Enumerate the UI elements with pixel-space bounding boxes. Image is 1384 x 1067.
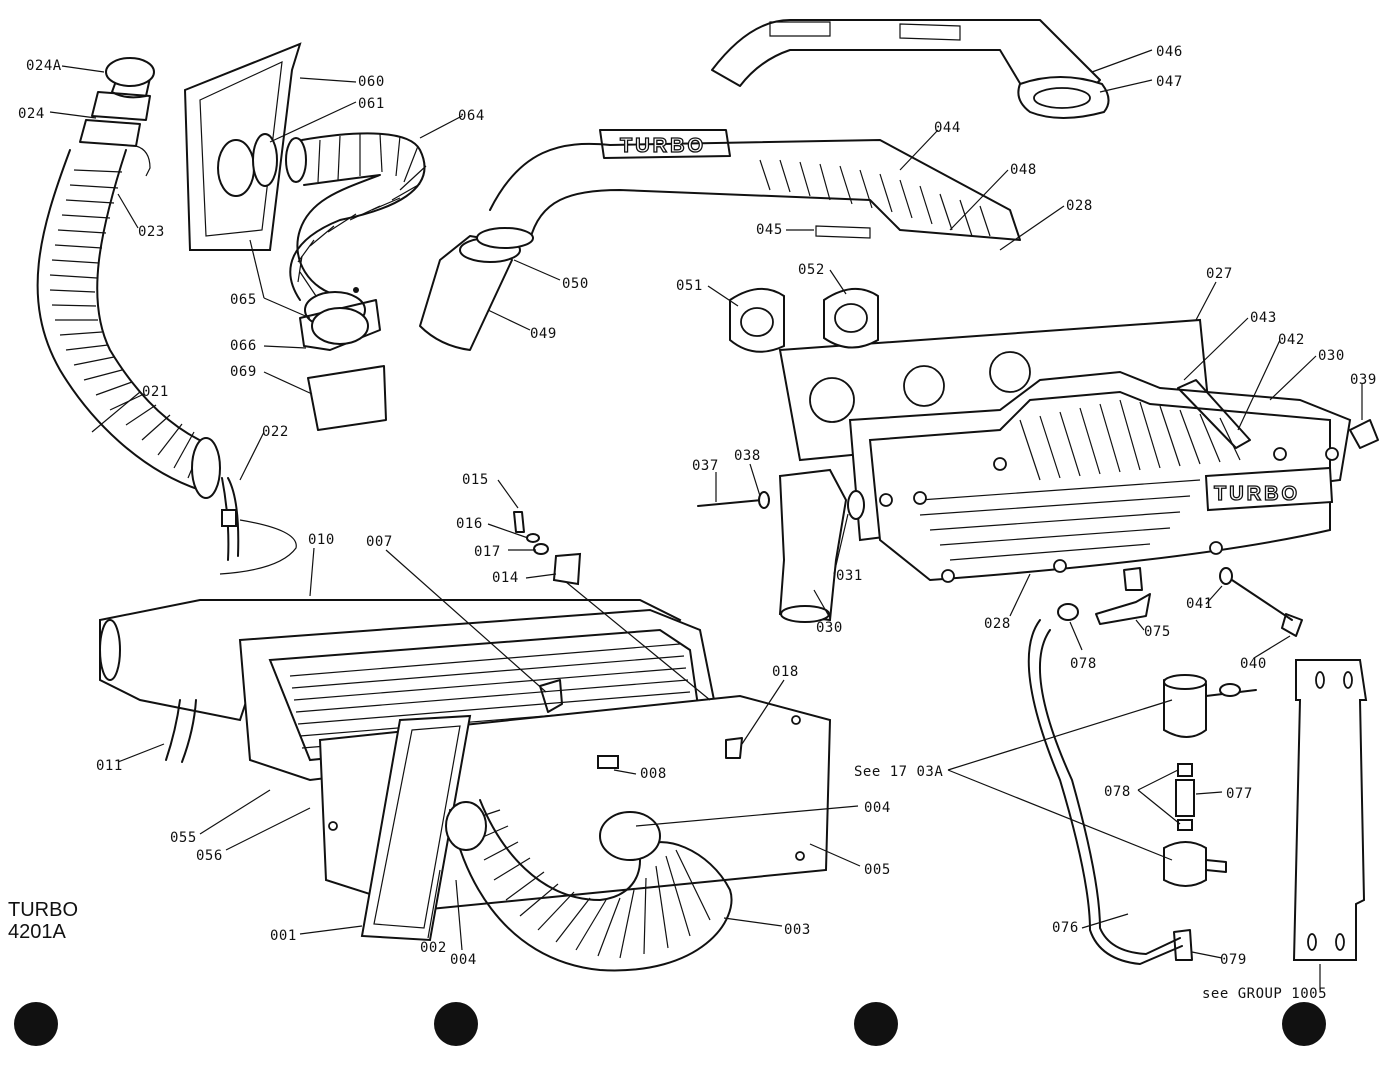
intercooler-manifold: TURBO: [778, 318, 1379, 583]
label-052: 052: [798, 262, 825, 278]
top-duct-046: [711, 19, 1110, 119]
label-076: 076: [1052, 920, 1079, 936]
part-labels: 024A 024 023 021 022 010 007 011 055 056…: [18, 44, 1377, 1002]
air-cleaner-box: [99, 511, 832, 972]
label-008: 008: [640, 766, 667, 782]
label-043: 043: [1250, 310, 1277, 326]
binder-hole: [434, 1002, 478, 1046]
label-010: 010: [308, 532, 335, 548]
turbo-emblem-big: TURBO: [1214, 483, 1300, 505]
label-004-lower: 004: [450, 952, 477, 968]
label-017: 017: [474, 544, 501, 560]
label-039: 039: [1350, 372, 1377, 388]
label-078-lower: 078: [1104, 784, 1131, 800]
label-011: 011: [96, 758, 123, 774]
label-066: 066: [230, 338, 257, 354]
intake-duct-044-and-tube-049: TURBO: [419, 129, 1021, 351]
label-037: 037: [692, 458, 719, 474]
label-007: 007: [366, 534, 393, 550]
label-028: 028: [984, 616, 1011, 632]
binder-hole: [854, 1002, 898, 1046]
label-051: 051: [676, 278, 703, 294]
label-018: 018: [772, 664, 799, 680]
label-075: 075: [1144, 624, 1171, 640]
label-030: 030: [816, 620, 843, 636]
label-003: 003: [784, 922, 811, 938]
label-005: 005: [864, 862, 891, 878]
label-050: 050: [562, 276, 589, 292]
label-024: 024: [18, 106, 45, 122]
label-079: 079: [1220, 952, 1247, 968]
label-027: 030: [1318, 348, 1345, 364]
label-046: 047: [1156, 74, 1183, 90]
label-014: 014: [492, 570, 519, 586]
gaskets-051-052: [729, 288, 879, 353]
diagram-caption-line2: 4201A: [8, 921, 66, 943]
label-047: 046: [1156, 44, 1183, 60]
vacuum-line-assembly: [1027, 567, 1368, 965]
label-031: 031: [836, 568, 863, 584]
note-see-group-1005: see GROUP 1005: [1202, 986, 1327, 1002]
label-056: 056: [196, 848, 223, 864]
binder-holes: [14, 1002, 1326, 1046]
label-065: 065: [230, 292, 257, 308]
label-021: 021: [142, 384, 169, 400]
label-048: 048: [1010, 162, 1037, 178]
label-042: 042: [1278, 332, 1305, 348]
hose-021-assembly: [36, 57, 297, 575]
label-026: 028: [1066, 198, 1093, 214]
label-002: 002: [420, 940, 447, 956]
label-015: 015: [462, 472, 489, 488]
label-069: 069: [230, 364, 257, 380]
label-064: 064: [458, 108, 485, 124]
cowl-060-and-hose-064: [183, 42, 427, 431]
label-078-upper: 078: [1070, 656, 1097, 672]
label-024A: 024A: [26, 58, 62, 74]
label-041: 041: [1186, 596, 1213, 612]
leader-lines: [49, 49, 1363, 990]
elbow-030: [697, 468, 865, 623]
note-see-17-03a: See 17 03A: [854, 764, 943, 780]
label-040: 040: [1240, 656, 1267, 672]
label-061: 061: [358, 96, 385, 112]
label-004-upper: 004: [864, 800, 891, 816]
label-025: 027: [1206, 266, 1233, 282]
label-077: 077: [1226, 786, 1253, 802]
label-045: 045: [756, 222, 783, 238]
label-049: 049: [530, 326, 557, 342]
label-038: 038: [734, 448, 761, 464]
label-055: 055: [170, 830, 197, 846]
label-044: 044: [934, 120, 961, 136]
turbo-emblem-small: TURBO: [620, 135, 706, 157]
label-060: 060: [358, 74, 385, 90]
label-022: 022: [262, 424, 289, 440]
binder-hole: [1282, 1002, 1326, 1046]
label-001: 001: [270, 928, 297, 944]
binder-hole: [14, 1002, 58, 1046]
label-016: 016: [456, 516, 483, 532]
label-023: 023: [138, 224, 165, 240]
diagram-caption-line1: TURBO: [8, 899, 78, 921]
